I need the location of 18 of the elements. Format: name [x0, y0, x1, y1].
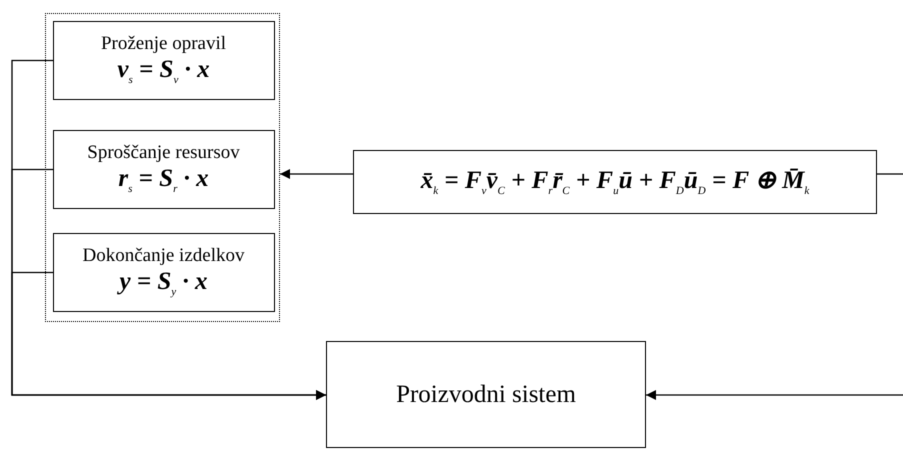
- dotted-group-frame: [45, 13, 280, 322]
- arrow: [11, 272, 326, 400]
- process-box: [326, 341, 646, 448]
- formula: y = S$_{y}$ · x: [120, 267, 208, 300]
- box-title: Proženje opravil: [100, 32, 226, 56]
- connector-line: [877, 173, 903, 175]
- formula: r$_{s}$ = S$_{r}$ · x: [118, 164, 209, 196]
- process-box: [52, 130, 274, 208]
- formula: v$_{s}$ = S$_{v}$ · x: [117, 55, 210, 88]
- formula: x̄$_{k}$ = F$_{v}$v̄$_{C}$ + F$_{r}$r̄$_{C}$ + F$_{u}$ū + F$_{D}$ū$_{D}$ = F ⊕ M̄$_{k}$: [420, 166, 810, 198]
- box-title: Proizvodni sistem: [396, 380, 576, 410]
- arrow: [646, 390, 903, 400]
- box-title: Dokončanje izdelkov: [82, 244, 244, 268]
- equation-box: [353, 150, 877, 214]
- process-box: [52, 232, 274, 312]
- process-box: [52, 20, 274, 100]
- box-title: Sproščanje resursov: [87, 142, 240, 164]
- arrow: [280, 169, 353, 179]
